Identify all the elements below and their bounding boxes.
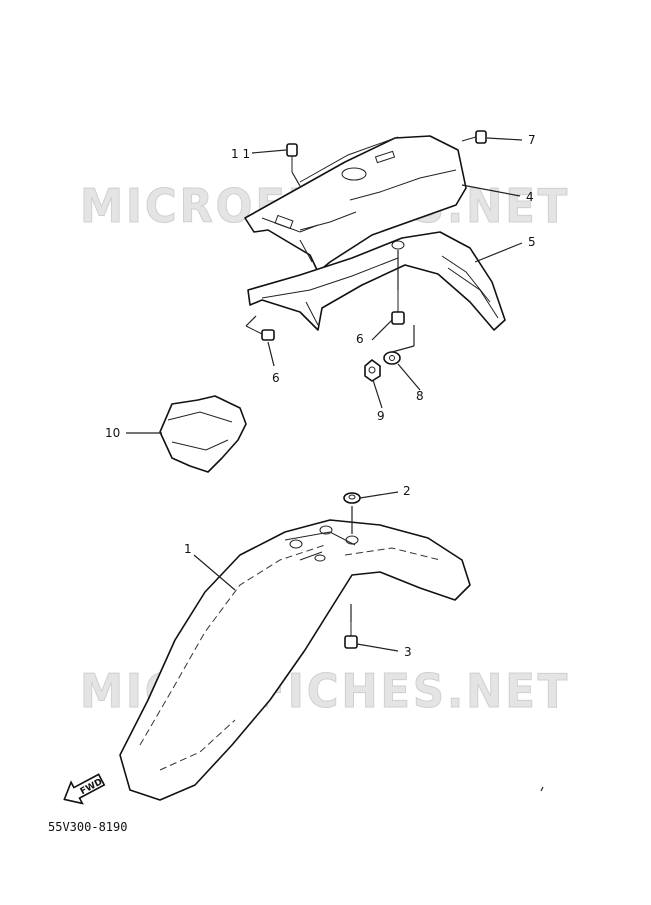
- part-5-rear-fender: [247, 231, 506, 331]
- callout-1: 1: [184, 542, 192, 556]
- fastener-2-grommet: [343, 492, 361, 504]
- fastener-6a-bolt: [245, 325, 275, 341]
- fastener-8-washer: [383, 351, 401, 365]
- part-10-side-pad: [159, 395, 247, 473]
- leader-lines: [126, 137, 523, 652]
- callout-4: 4: [526, 190, 534, 204]
- fastener-11-screw: [286, 143, 298, 172]
- fastener-6b-bolt: [391, 290, 405, 325]
- stray-mark: [540, 786, 544, 792]
- part-1-front-fender: [119, 519, 471, 801]
- callout-10: 10: [105, 426, 120, 440]
- fastener-7-bolt: [461, 130, 487, 144]
- callout-6b: 6: [356, 332, 364, 346]
- fastener-9-nut: [364, 359, 381, 382]
- assembly-guides: [245, 171, 415, 622]
- callout-7: 7: [528, 133, 536, 147]
- callout-6a: 6: [272, 371, 280, 385]
- callout-2: 2: [403, 484, 411, 498]
- callout-9: 9: [377, 409, 385, 423]
- callout-8: 8: [416, 389, 424, 403]
- fastener-3-bolt: [344, 622, 358, 649]
- fwd-arrow-icon: FWD: [63, 773, 106, 805]
- part-4-upper-cover: [244, 135, 467, 273]
- callout-5: 5: [528, 235, 536, 249]
- callout-11: 1 1: [231, 147, 250, 161]
- document-number: 55V300-8190: [48, 820, 127, 834]
- callout-labels: 1 1 7 4 5 6 6 8 9 10 2 1 3: [105, 133, 536, 659]
- callout-3: 3: [404, 645, 412, 659]
